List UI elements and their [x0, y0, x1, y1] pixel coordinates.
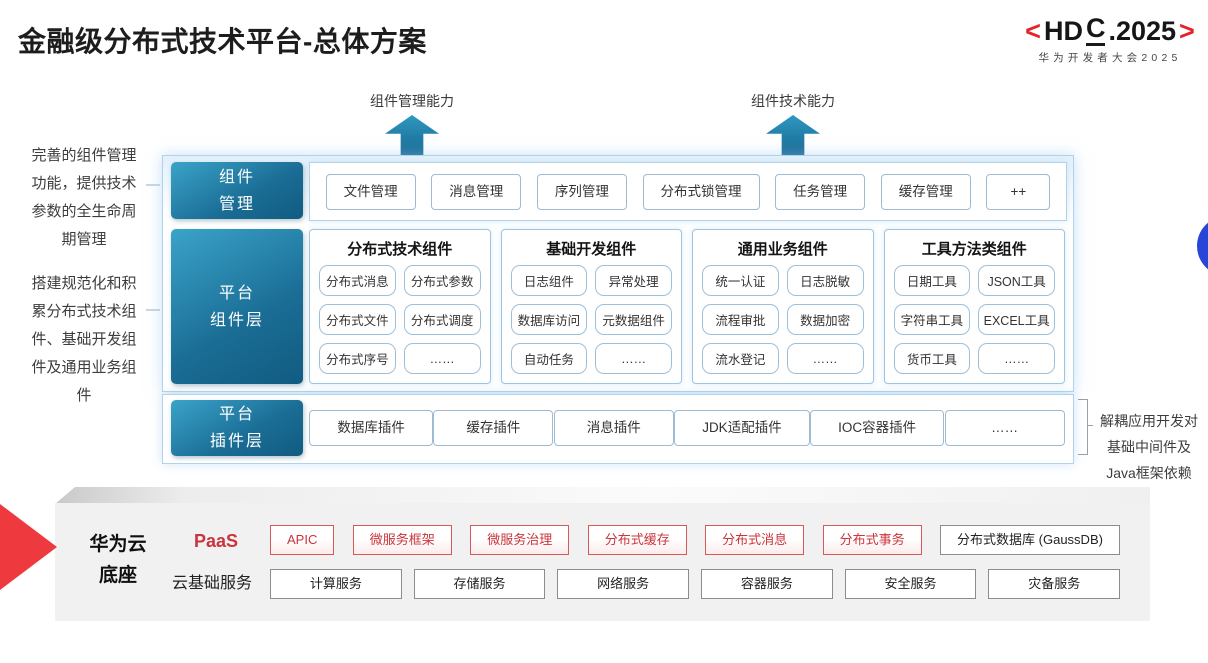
component-item: 数据库访问	[510, 304, 588, 335]
nav-circle-button[interactable]	[1197, 216, 1208, 276]
hdc-logo: < HD C .2025 > 华为开发者大会2025	[1012, 13, 1208, 65]
platform-frame: 组件 管理 文件管理消息管理序列管理分布式锁管理任务管理缓存管理 ++ 平台 组件…	[162, 155, 1074, 392]
component-item: 日期工具	[893, 265, 971, 296]
cloud-service-item: 灾备服务	[988, 569, 1121, 599]
cloud-service-item: 计算服务	[270, 569, 402, 599]
paas-item: 分布式数据库 (GaussDB)	[940, 525, 1120, 555]
plugin-item: 消息插件	[553, 410, 674, 446]
right-brace-icon	[1078, 399, 1088, 455]
page-title: 金融级分布式技术平台-总体方案	[18, 26, 427, 57]
annotation-left-bottom: 搭建规范化和积累分布式技术组件、基础开发组件及通用业务组件	[31, 275, 137, 404]
cloud-service-item: 存储服务	[413, 569, 546, 599]
capability-arrow-right-label: 组件技术能力	[751, 93, 835, 109]
plugin-item: 缓存插件	[433, 410, 554, 446]
component-mgmt-item: ++	[986, 173, 1051, 210]
cloud-base-label: 华为云 底座	[89, 534, 147, 586]
component-item: 日志脱敏	[786, 265, 864, 296]
component-mgmt-item: 文件管理	[325, 173, 416, 210]
column-items: 日志组件异常处理数据库访问元数据组件自动任务……	[510, 265, 672, 374]
layer-label-platform-plugins: 平台 插件层	[171, 400, 303, 456]
component-item: 分布式序号	[319, 343, 396, 374]
component-item: 分布式文件	[319, 304, 396, 335]
component-item: ……	[786, 343, 864, 374]
capability-arrow-left-label: 组件管理能力	[370, 93, 454, 109]
logo-text-prefix: HD	[1043, 16, 1083, 46]
column-header: 工具方法类组件	[921, 241, 1027, 258]
component-item: 流水登记	[702, 343, 779, 374]
paas-item: 分布式事务	[822, 525, 922, 555]
component-item: ……	[978, 343, 1055, 374]
cloud-service-item: 安全服务	[844, 569, 977, 599]
component-item: 日志组件	[510, 265, 588, 296]
component-item: EXCEL工具	[978, 304, 1055, 335]
paas-row-label: PaaS	[193, 531, 239, 551]
capability-arrow-left: 组件管理能力	[332, 91, 492, 162]
cloud-base-slab	[55, 503, 1150, 621]
cloud-service-item: 容器服务	[701, 569, 833, 599]
annotation-right: 解耦应用开发对 基础中间件及 Java框架依赖	[1100, 413, 1198, 481]
component-item: ……	[403, 343, 481, 374]
plugin-item: ……	[944, 410, 1065, 446]
component-item: 分布式消息	[319, 265, 396, 296]
logo-text-suffix: .2025	[1108, 16, 1177, 46]
layer-label-component-mgmt: 组件 管理	[171, 162, 303, 219]
paas-item: 微服务框架	[352, 525, 452, 555]
component-item: ……	[595, 343, 672, 374]
paas-items: APIC 微服务框架微服务治理分布式缓存分布式消息分布式事务分布式数据库 (Gau…	[270, 525, 1120, 555]
component-item: 字符串工具	[893, 304, 971, 335]
component-mgmt-item: 任务管理	[775, 173, 866, 210]
cloud-service-item: 网络服务	[557, 569, 690, 599]
column-items: 统一认证日志脱敏流程审批数据加密流水登记……	[702, 265, 864, 374]
paas-item: 微服务治理	[470, 525, 570, 555]
right-brace-tick-icon	[1087, 425, 1093, 426]
component-mgmt-item: 缓存管理	[880, 173, 971, 210]
annotation-left-top: 完善的组件管理功能，提供技术参数的全生命周期管理	[31, 147, 137, 248]
connector-line	[146, 309, 160, 311]
component-mgmt-items: 文件管理消息管理序列管理分布式锁管理任务管理缓存管理 ++	[309, 162, 1067, 221]
column-basic-dev: 基础开发组件 日志组件异常处理数据库访问元数据组件自动任务……	[500, 229, 682, 384]
logo-bracket-right-icon: >	[1179, 16, 1195, 46]
component-mgmt-item: 序列管理	[536, 173, 627, 210]
hdc-logo-main: < HD C .2025 >	[1012, 13, 1208, 46]
plugin-item: 数据库插件	[309, 410, 433, 446]
component-mgmt-item: 分布式锁管理	[642, 173, 760, 210]
component-item: 统一认证	[702, 265, 779, 296]
column-distributed-tech: 分布式技术组件 分布式消息分布式参数分布式文件分布式调度分布式序号……	[309, 229, 491, 384]
component-item: 分布式参数	[403, 265, 481, 296]
component-item: 数据加密	[786, 304, 864, 335]
component-item: 分布式调度	[403, 304, 481, 335]
column-common-business: 通用业务组件 统一认证日志脱敏流程审批数据加密流水登记……	[692, 229, 874, 384]
paas-item: 分布式缓存	[587, 525, 687, 555]
paas-item: APIC	[270, 525, 335, 555]
component-item: 元数据组件	[595, 304, 672, 335]
platform-component-columns: 分布式技术组件 分布式消息分布式参数分布式文件分布式调度分布式序号…… 基础开发…	[309, 229, 1065, 384]
column-header: 分布式技术组件	[347, 241, 453, 258]
component-item: 异常处理	[595, 265, 672, 296]
component-mgmt-item: 消息管理	[431, 173, 522, 210]
logo-text-c-underlined: C	[1085, 13, 1106, 46]
plugin-item: JDK适配插件	[674, 410, 810, 446]
layer-label-platform-components: 平台 组件层	[171, 229, 303, 384]
capability-arrow-right: 组件技术能力	[713, 91, 873, 162]
column-header: 基础开发组件	[546, 241, 637, 258]
column-items: 分布式消息分布式参数分布式文件分布式调度分布式序号……	[319, 265, 481, 374]
plugin-item: IOC容器插件	[810, 410, 945, 446]
connector-line	[146, 184, 160, 186]
cloud-base-bevel	[55, 487, 1150, 504]
paas-item: 分布式消息	[705, 525, 805, 555]
component-item: 流程审批	[702, 304, 779, 335]
column-header: 通用业务组件	[737, 241, 828, 258]
component-item: JSON工具	[978, 265, 1055, 296]
logo-bracket-left-icon: <	[1025, 16, 1041, 46]
component-item: 自动任务	[510, 343, 588, 374]
cloud-services-row-label: 云基础服务	[171, 575, 252, 592]
red-arrow-icon	[0, 504, 57, 590]
logo-subtitle: 华为开发者大会2025	[1038, 52, 1182, 64]
component-item: 货币工具	[893, 343, 971, 374]
cloud-services-items: 计算服务存储服务网络服务容器服务安全服务灾备服务	[270, 569, 1121, 599]
